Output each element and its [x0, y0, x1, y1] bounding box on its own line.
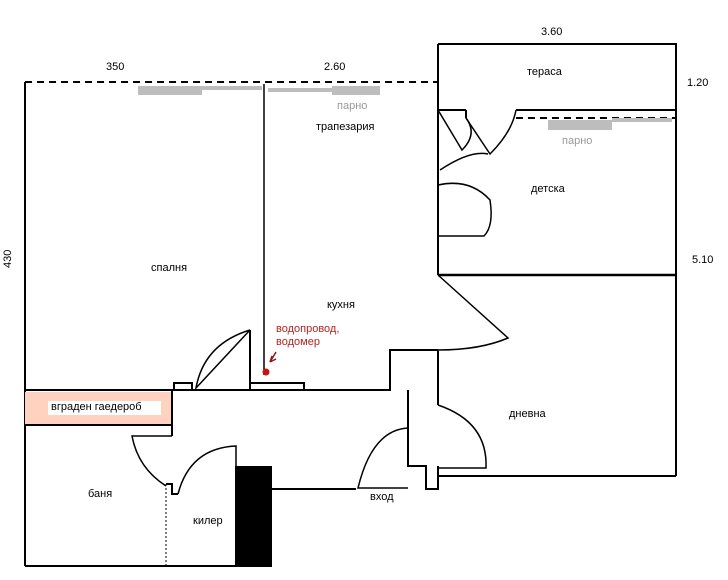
- dim-right-height: 5.10: [692, 254, 714, 266]
- room-bathroom: баня: [88, 488, 113, 500]
- heating-bars: [138, 86, 672, 130]
- room-entrance: вход: [370, 491, 394, 503]
- wardrobe-area: вграден гаедероб: [25, 392, 171, 424]
- room-kids: детска: [531, 183, 565, 195]
- kids-door-swing: [437, 182, 492, 237]
- room-dining: трапезария: [316, 121, 375, 133]
- dim-terrace-depth: 1.20: [687, 77, 709, 89]
- heating-note-dining: парно: [337, 100, 368, 112]
- dining-door-swing: [439, 152, 489, 171]
- dim-top-mid-width: 2.60: [324, 61, 346, 73]
- bath-door-swing: [131, 435, 172, 487]
- room-terrace: тераса: [527, 66, 562, 78]
- pantry-cabinet: [236, 466, 272, 566]
- water-line-note-line1: водопровод,: [276, 323, 340, 335]
- room-living: дневна: [509, 408, 546, 420]
- kitchen-bottom-wall: [304, 349, 438, 391]
- pantry-door-swing: [177, 445, 237, 495]
- dim-top-left-width: 350: [106, 61, 125, 73]
- dim-terrace-width: 3.60: [541, 26, 563, 38]
- water-meter-arrow: [269, 351, 277, 363]
- living-door-swing-1: [437, 274, 510, 351]
- pantry-door-jamb: [166, 483, 178, 495]
- entrance-door-swing: [357, 427, 409, 489]
- water-line-note: водопровод, водомер: [276, 323, 339, 349]
- dim-left-height: 430: [2, 249, 14, 268]
- room-kitchen: кухня: [327, 299, 355, 311]
- bedroom-door-swing: [194, 329, 251, 391]
- water-meter-marker: [262, 368, 270, 376]
- living-door-swing-2: [437, 404, 487, 469]
- bedroom-bottom-wall: [25, 330, 251, 391]
- heating-note-kids: парно: [562, 135, 593, 147]
- terrace-door-swing-2: [465, 109, 517, 156]
- kitchen-counter: [249, 382, 305, 391]
- terrace-right-wall: [668, 43, 677, 118]
- water-line-note-line2: водомер: [276, 336, 320, 348]
- entrance-right-wall: [407, 390, 439, 490]
- door-stop: [173, 382, 193, 391]
- room-bedroom: спалня: [151, 262, 188, 274]
- room-wardrobe: вграден гаедероб: [48, 401, 161, 415]
- room-pantry: килер: [193, 515, 223, 527]
